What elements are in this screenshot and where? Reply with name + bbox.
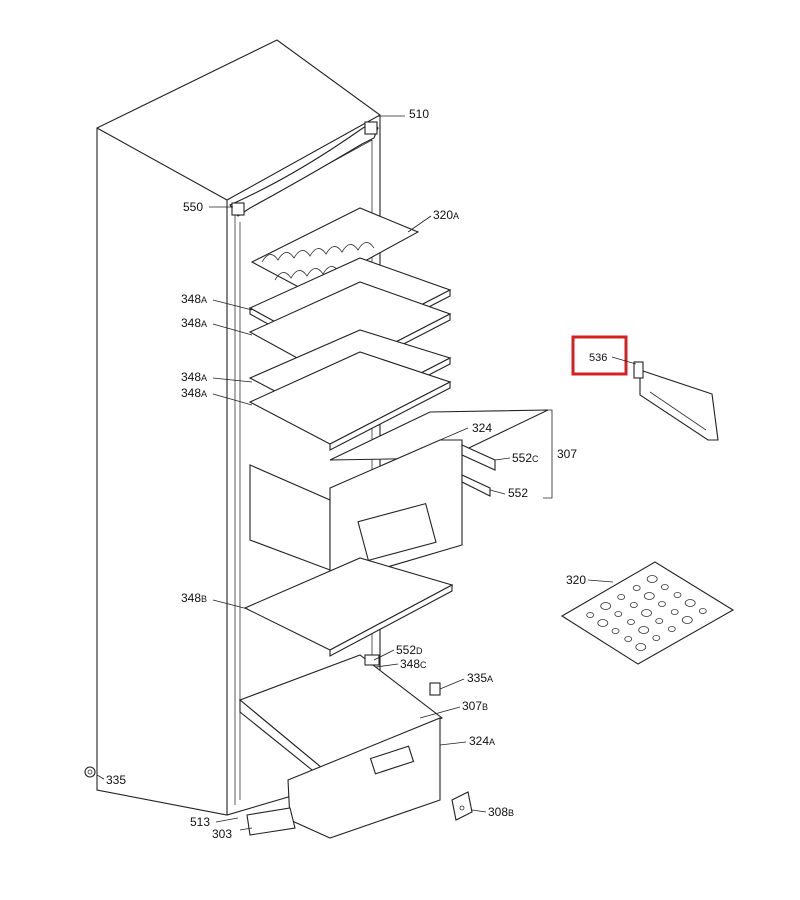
label-513: 513 [190, 815, 210, 829]
plate-hole [617, 594, 626, 600]
perforated-plate-part-320 [560, 561, 735, 665]
plate-hole [684, 599, 696, 607]
label-348c: 348C [400, 657, 427, 671]
label-348b: 348B [181, 591, 207, 605]
label-307: 307 [557, 447, 577, 461]
plate-hole [611, 628, 620, 634]
bracket-part-308b [451, 791, 473, 821]
plate-hole [614, 611, 623, 617]
plate-hole [624, 636, 633, 642]
glass-shelf-lower [243, 557, 454, 657]
plate-hole [629, 602, 638, 608]
label-348a-4: 348A [181, 386, 207, 400]
foot-part-335 [84, 766, 96, 778]
divider-part-536 [633, 361, 719, 441]
plate-hole [627, 619, 635, 625]
label-320a: 320A [433, 208, 459, 222]
label-320: 320 [566, 573, 586, 587]
plate-hole [670, 609, 679, 615]
highlight-box-536 [571, 335, 628, 376]
plate-hole [655, 618, 664, 624]
plate-hole [641, 609, 652, 617]
plate-hole [681, 616, 693, 624]
label-348a-1: 348A [181, 292, 207, 306]
label-348a-2: 348A [181, 316, 207, 330]
door-handle [229, 121, 379, 217]
label-348a-3: 348A [181, 370, 207, 384]
label-324a: 324A [469, 734, 495, 748]
plate-hole [660, 584, 669, 590]
plate-hole [658, 601, 666, 607]
plate-hole [597, 619, 609, 627]
leader-lines [96, 115, 637, 831]
plate-hole [667, 626, 676, 632]
label-324: 324 [472, 421, 492, 435]
plate-hole [698, 608, 707, 614]
crisper-drawer-assembly [249, 409, 549, 579]
plate-hole [646, 575, 658, 583]
label-303: 303 [212, 827, 232, 841]
plate-hole [652, 635, 661, 641]
kick-plate-part-303 [246, 807, 296, 836]
label-335: 335 [106, 773, 126, 787]
plate-hole [638, 626, 650, 634]
label-550: 550 [183, 200, 203, 214]
label-335a: 335A [467, 671, 493, 685]
label-308b: 308B [488, 805, 514, 819]
plate-hole [635, 643, 647, 651]
plate-hole [600, 602, 612, 610]
label-552: 552 [508, 486, 528, 500]
plate-hole [673, 592, 682, 598]
label-552c: 552C [512, 451, 539, 465]
label-552d: 552D [396, 643, 423, 657]
bracket-307 [543, 409, 553, 499]
label-536: 536 [589, 352, 607, 364]
glass-shelf-4 [248, 351, 452, 451]
plate-hole [632, 585, 641, 591]
label-510: 510 [409, 107, 429, 121]
plate-hole [586, 612, 595, 618]
plate-hole [643, 592, 655, 600]
lower-drawer-assembly [238, 654, 444, 839]
label-307b: 307B [462, 699, 488, 713]
